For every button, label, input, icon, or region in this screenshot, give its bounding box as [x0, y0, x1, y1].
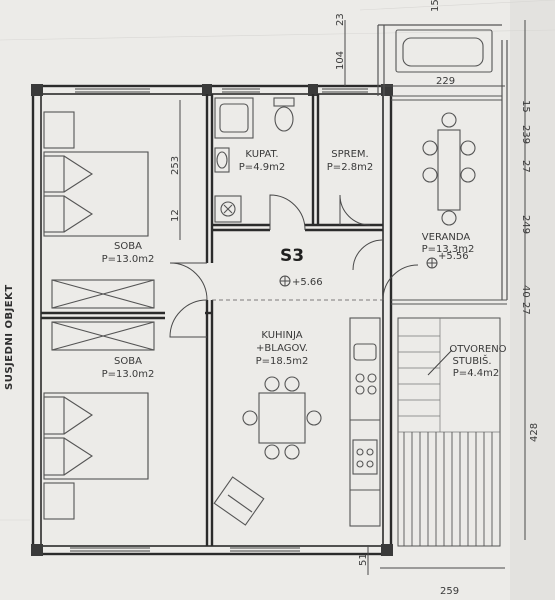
paper-right-shadow — [510, 0, 555, 600]
dim-229: 229 — [436, 76, 455, 87]
level-main-text: +5.66 — [292, 277, 323, 288]
kitchen-counter — [349, 317, 381, 527]
room-stubis-area: P=4.4m2 — [453, 368, 499, 379]
room-kuhinja-name-1: KUHINJA — [261, 330, 302, 341]
stairs-arrow-icon — [427, 349, 453, 376]
dim-27b: 27 — [520, 302, 531, 315]
dim-259: 259 — [440, 586, 459, 597]
dim-15-top: 15 — [430, 0, 441, 12]
level-marker-main — [279, 275, 291, 287]
room-sprem-area: P=2.8m2 — [327, 162, 373, 173]
room-soba-top-name: SOBA — [114, 241, 142, 252]
sink — [214, 147, 230, 173]
dim-15-right: 15 — [520, 100, 531, 113]
background-grid — [0, 0, 555, 521]
dim-253: 253 — [170, 156, 181, 175]
nightstand-bottom — [43, 482, 75, 520]
washing-machine — [214, 195, 242, 223]
wardrobe-top — [51, 279, 155, 309]
armchair — [213, 476, 265, 526]
dim-428: 428 — [529, 423, 540, 442]
dimension-lines — [179, 20, 526, 575]
room-veranda-name: VERANDA — [422, 232, 471, 243]
room-soba-bottom-name: SOBA — [114, 356, 142, 367]
side-label: SUSJEDNI OBJEKT — [4, 284, 15, 390]
room-soba-top-area: P=13.0m2 — [102, 254, 155, 265]
dim-239: 239 — [520, 125, 531, 144]
nightstand-top — [43, 111, 75, 149]
room-kupat-area: P=4.9m2 — [239, 162, 285, 173]
veranda-table — [422, 112, 476, 226]
room-kuhinja-area: P=18.5m2 — [256, 356, 309, 367]
dining-table — [242, 376, 322, 460]
dim-51: 51 — [358, 553, 369, 566]
room-sprem-name: SPREM. — [331, 149, 368, 160]
wardrobe-bottom — [51, 321, 155, 351]
open-stairs — [397, 317, 501, 547]
room-stubis-name-2: STUBIŠ. — [452, 354, 491, 367]
dim-104: 104 — [335, 51, 346, 70]
veranda-sofa — [395, 29, 493, 73]
toilet — [273, 97, 295, 132]
bed-top — [43, 151, 149, 237]
dim-249: 249 — [520, 215, 531, 234]
top-windows — [75, 88, 368, 93]
room-stubis-name-1: OTVORENO — [449, 344, 506, 355]
plan-title: S3 — [280, 246, 304, 266]
level-veranda-text: +5.56 — [438, 251, 469, 262]
level-marker-veranda — [426, 257, 438, 269]
dim-40: 40 — [520, 285, 531, 298]
room-kuhinja-name-2: +BLAGOV. — [256, 343, 308, 354]
dim-12: 12 — [170, 209, 181, 222]
bottom-windows — [70, 547, 300, 552]
veranda-walls — [377, 24, 508, 305]
dim-23: 23 — [335, 13, 346, 26]
bed-bottom — [43, 392, 149, 480]
bathtub — [214, 97, 254, 139]
room-kupat-name: KUPAT. — [245, 149, 278, 160]
room-veranda-area: P=13.3m2 — [422, 244, 475, 255]
dim-27: 27 — [520, 160, 531, 173]
door-swings — [169, 194, 419, 338]
interior-walls — [41, 94, 383, 546]
room-soba-bottom-area: P=13.0m2 — [102, 369, 155, 380]
